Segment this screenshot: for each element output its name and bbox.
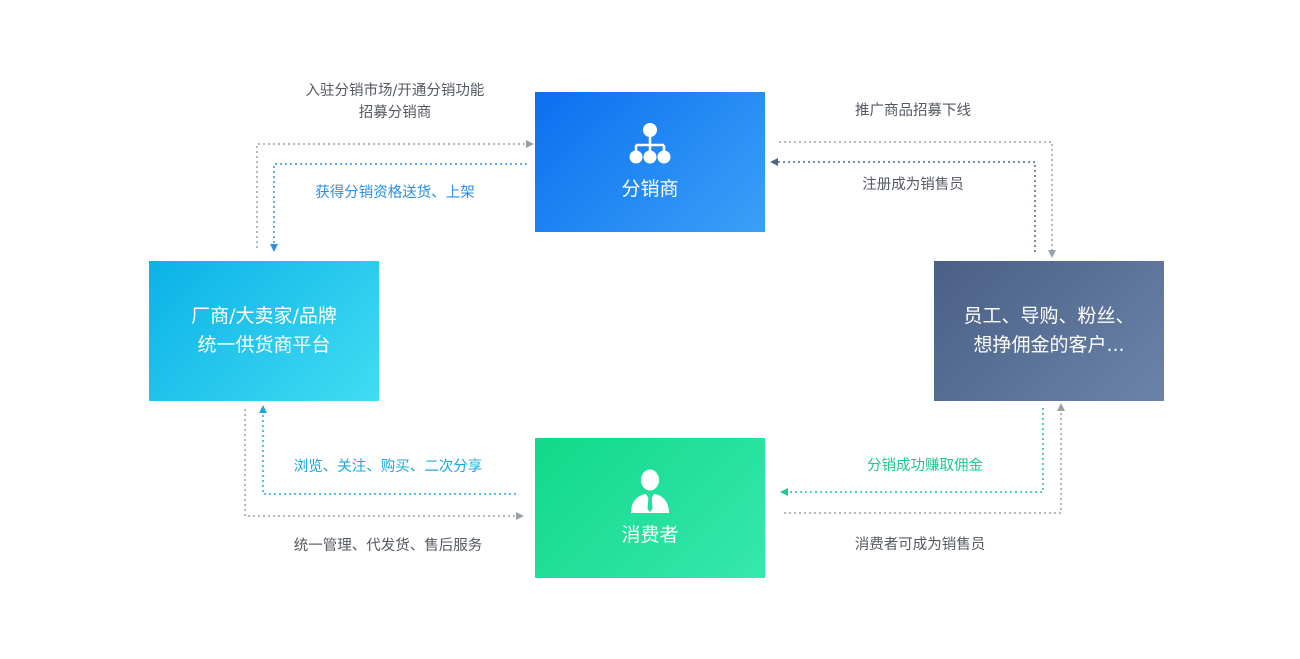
edge-label-distributor-to-staff: 推广商品招募下线 [855, 103, 971, 119]
edge-label-distributor-to-platform: 获得分销资格送货、上架 [315, 185, 475, 201]
arrow-distributor-to-staff [779, 141, 1056, 258]
arrow-staff-to-consumer [780, 408, 1044, 496]
platform-label-line1: 厂商/大卖家/品牌 [191, 305, 337, 327]
staff-label-line1: 员工、导购、粉丝、 [963, 305, 1135, 327]
arrow-distributor-to-platform [270, 163, 527, 252]
distributor-label: 分销商 [621, 177, 679, 200]
arrow-consumer-to-platform [259, 405, 516, 495]
staff-label-line2: 想挣佣金的客户... [973, 334, 1125, 356]
edge-label-platform-to-distributor-line2: 招募分销商 [358, 105, 432, 121]
edge-label-consumer-to-platform: 浏览、关注、购买、二次分享 [293, 459, 483, 475]
edge-label-staff-to-distributor: 注册成为销售员 [862, 177, 964, 193]
node-consumer: 消费者 [535, 438, 765, 578]
platform-label-line2: 统一供货商平台 [197, 334, 331, 356]
edge-label-platform-to-distributor: 入驻分销市场/开通分销功能 招募分销商 [285, 80, 505, 124]
edge-label-consumer-to-staff: 消费者可成为销售员 [854, 537, 986, 553]
node-distributor: 分销商 [535, 92, 765, 232]
node-staff: 员工、导购、粉丝、 想挣佣金的客户... [934, 261, 1164, 401]
arrow-platform-to-consumer [244, 409, 524, 520]
user-icon [631, 469, 669, 513]
org-chart-icon [629, 122, 671, 163]
edge-label-platform-to-distributor-line1: 入驻分销市场/开通分销功能 [305, 83, 485, 99]
edge-label-platform-to-consumer: 统一管理、代发货、售后服务 [293, 538, 483, 554]
arrow-staff-to-distributor [770, 158, 1036, 252]
node-platform: 厂商/大卖家/品牌 统一供货商平台 [149, 261, 379, 401]
consumer-label: 消费者 [621, 523, 679, 546]
arrow-consumer-to-staff [784, 403, 1065, 514]
edge-label-staff-to-consumer: 分销成功赚取佣金 [867, 458, 983, 474]
